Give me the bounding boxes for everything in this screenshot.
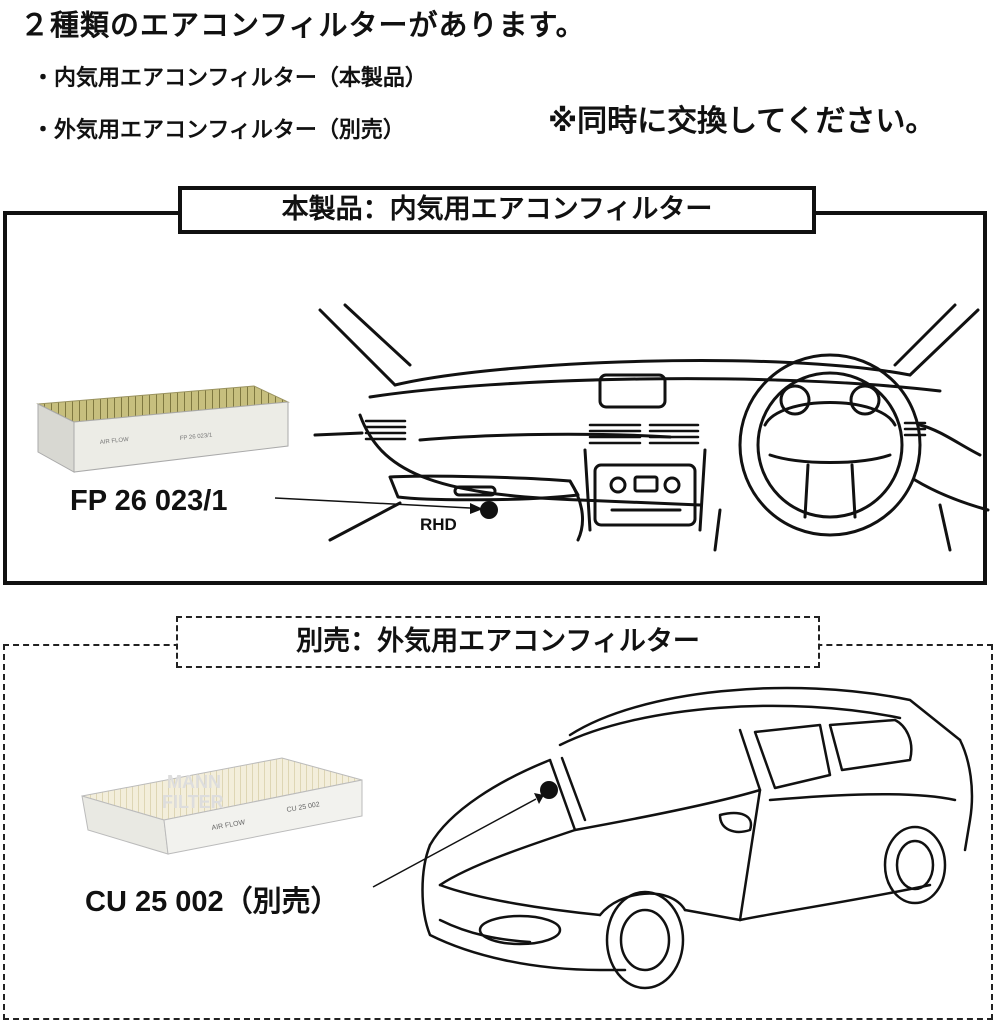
outer-filter-location-pointer <box>372 781 558 888</box>
rhd-label: RHD <box>420 515 457 534</box>
page-headline: ２種類のエアコンフィルターがあります。 <box>20 8 586 42</box>
inner-filter-image: FP 26 023/1 AIR FLOW <box>36 385 290 473</box>
outer-filter-image: MANN FILTER CU 25 002 AIR FLOW <box>81 757 363 855</box>
replace-together-note: ※同時に交換してください。 <box>548 104 936 139</box>
inner-filter-side-text: FP 26 023/1 <box>180 433 214 442</box>
outer-filter-brand-line1: MANN <box>167 772 221 792</box>
bullet-outer-filter: ・外気用エアコンフィルター（別売） <box>32 118 405 143</box>
inner-filter-location-pointer <box>274 497 498 519</box>
inner-filter-part-number: FP 26 023/1 <box>70 485 228 517</box>
inner-filter-title: 本製品：内気用エアコンフィルター <box>178 186 816 234</box>
outer-filter-title: 別売：外気用エアコンフィルター <box>176 616 820 668</box>
dashboard-illustration <box>313 303 990 552</box>
inner-filter-airflow-text: AIR FLOW <box>100 437 130 446</box>
bullet-inner-filter: ・内気用エアコンフィルター（本製品） <box>32 66 427 91</box>
car-illustration <box>421 686 974 990</box>
outer-filter-brand-line2: FILTER <box>162 792 224 812</box>
outer-filter-part-number: CU 25 002（別売） <box>85 886 340 918</box>
